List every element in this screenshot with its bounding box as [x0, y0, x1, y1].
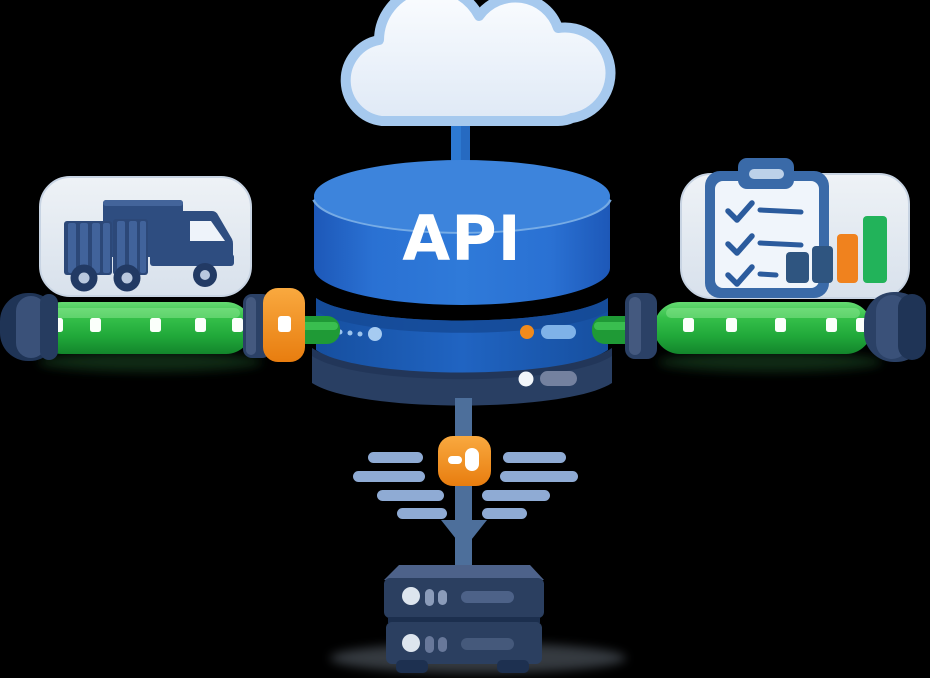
truck-crate-left-slat: [92, 223, 100, 273]
checklist-line: [757, 207, 804, 215]
server-button: [438, 637, 447, 652]
left-pipe-shadow: [38, 352, 262, 372]
server-top-face: [384, 565, 544, 580]
pipe-light-segment: [683, 318, 694, 332]
cloud-stem-shade: [461, 106, 470, 172]
server-led: [402, 587, 420, 605]
server-foot: [497, 660, 529, 673]
right-pipe-ring-band: [629, 297, 641, 355]
truck-crate-right-slat: [117, 221, 125, 273]
chart-bar-green: [863, 216, 887, 283]
pipe-right-icon: [625, 292, 926, 362]
server-led: [402, 634, 420, 652]
bar-chart-icon: [786, 216, 887, 283]
truck-window: [190, 221, 225, 241]
connector-node-body: [438, 436, 491, 486]
pipe-light-segment: [195, 318, 206, 332]
pipe-coupler-orange: [263, 288, 305, 362]
endcap-band: [16, 296, 46, 358]
endcap-ring: [898, 294, 926, 360]
clipboard-checklist-icon: [705, 158, 829, 298]
server-slot: [461, 591, 514, 603]
database-tier-top: [316, 298, 608, 373]
pipe-light-segment: [826, 318, 837, 332]
tier-indicator-dot: [357, 331, 363, 337]
api-cylinder-top: [314, 160, 610, 232]
chart-bar-navy-2: [812, 246, 833, 283]
truck-card: [39, 176, 252, 297]
connector-node-icon: [438, 436, 491, 486]
chart-bar-navy-1: [786, 252, 809, 283]
truck-wheel-hub: [78, 272, 90, 284]
checklist-dash: [757, 271, 779, 278]
checkmark: [725, 200, 755, 223]
checklist-card: [680, 158, 910, 299]
connector-node-dash: [448, 456, 462, 464]
flow-dash: [500, 471, 578, 482]
tier-indicator-light-blue: [368, 327, 382, 341]
tier-indicator-white: [518, 371, 534, 387]
flow-dash: [353, 471, 425, 482]
pipe-left-icon: [0, 288, 305, 362]
truck-cargo-box-highlight: [103, 200, 183, 206]
clipboard-clip-slot: [749, 169, 784, 179]
arrow-head: [441, 520, 487, 549]
cloud-icon: [340, 0, 616, 126]
server-button: [425, 636, 434, 653]
truck-icon: [64, 200, 234, 292]
server-slot: [461, 638, 514, 650]
truck-crate-left-slat: [68, 223, 76, 273]
flow-dash: [377, 490, 444, 501]
chart-bar-orange: [837, 234, 858, 283]
database-tier-bottom-shadow: [312, 348, 612, 380]
truck-crate-left-slat: [80, 223, 88, 273]
flow-dash: [397, 508, 447, 519]
pipe-light-segment: [90, 318, 101, 332]
checklist-line: [757, 240, 804, 248]
server-unit-gap: [388, 617, 540, 623]
connector-node-pill: [465, 448, 479, 471]
api-database-icon: API: [312, 160, 612, 305]
pipe-light-segment: [150, 318, 161, 332]
flow-dash: [482, 508, 527, 519]
coupler-light-segment: [278, 316, 291, 332]
checkmark: [725, 233, 755, 256]
checkmark: [725, 264, 755, 287]
server-stack-icon: [384, 565, 544, 673]
truck-crate-right-slat: [140, 221, 146, 273]
tier-indicator-orange: [520, 325, 534, 339]
pipe-light-segment: [232, 318, 243, 332]
endcap-ring: [40, 294, 58, 360]
pipe-light-segment: [726, 318, 737, 332]
database-tier-top-shadow: [316, 298, 608, 333]
server-button: [438, 590, 447, 605]
api-label: API: [402, 202, 522, 275]
server-button: [425, 589, 434, 606]
tier-indicator-dot: [347, 330, 353, 336]
tier-indicator-pill-gray: [540, 371, 577, 386]
database-tier-icon: [312, 298, 612, 406]
left-pipe-ring-band: [246, 297, 256, 355]
left-pipe-endcap: [0, 293, 58, 361]
right-pipe-sheen: [666, 308, 860, 318]
left-pipe-sheen: [48, 308, 240, 318]
tier-indicator-pill-blue: [541, 325, 576, 339]
data-flow-arrow-icon: [353, 398, 578, 568]
right-pipe-endcap: [864, 292, 926, 362]
flow-dash: [368, 452, 423, 463]
right-pipe-shadow: [658, 352, 882, 372]
truck-crate-right-slat: [129, 221, 137, 273]
truck-wheel-hub: [200, 270, 210, 280]
server-foot: [396, 660, 428, 673]
pipe-light-segment: [775, 318, 786, 332]
truck-crate-left-slat: [103, 223, 110, 273]
truck-wheel-hub: [121, 272, 133, 284]
flow-dash: [503, 452, 566, 463]
flow-dash: [482, 490, 550, 501]
cloud-group: [340, 0, 616, 172]
